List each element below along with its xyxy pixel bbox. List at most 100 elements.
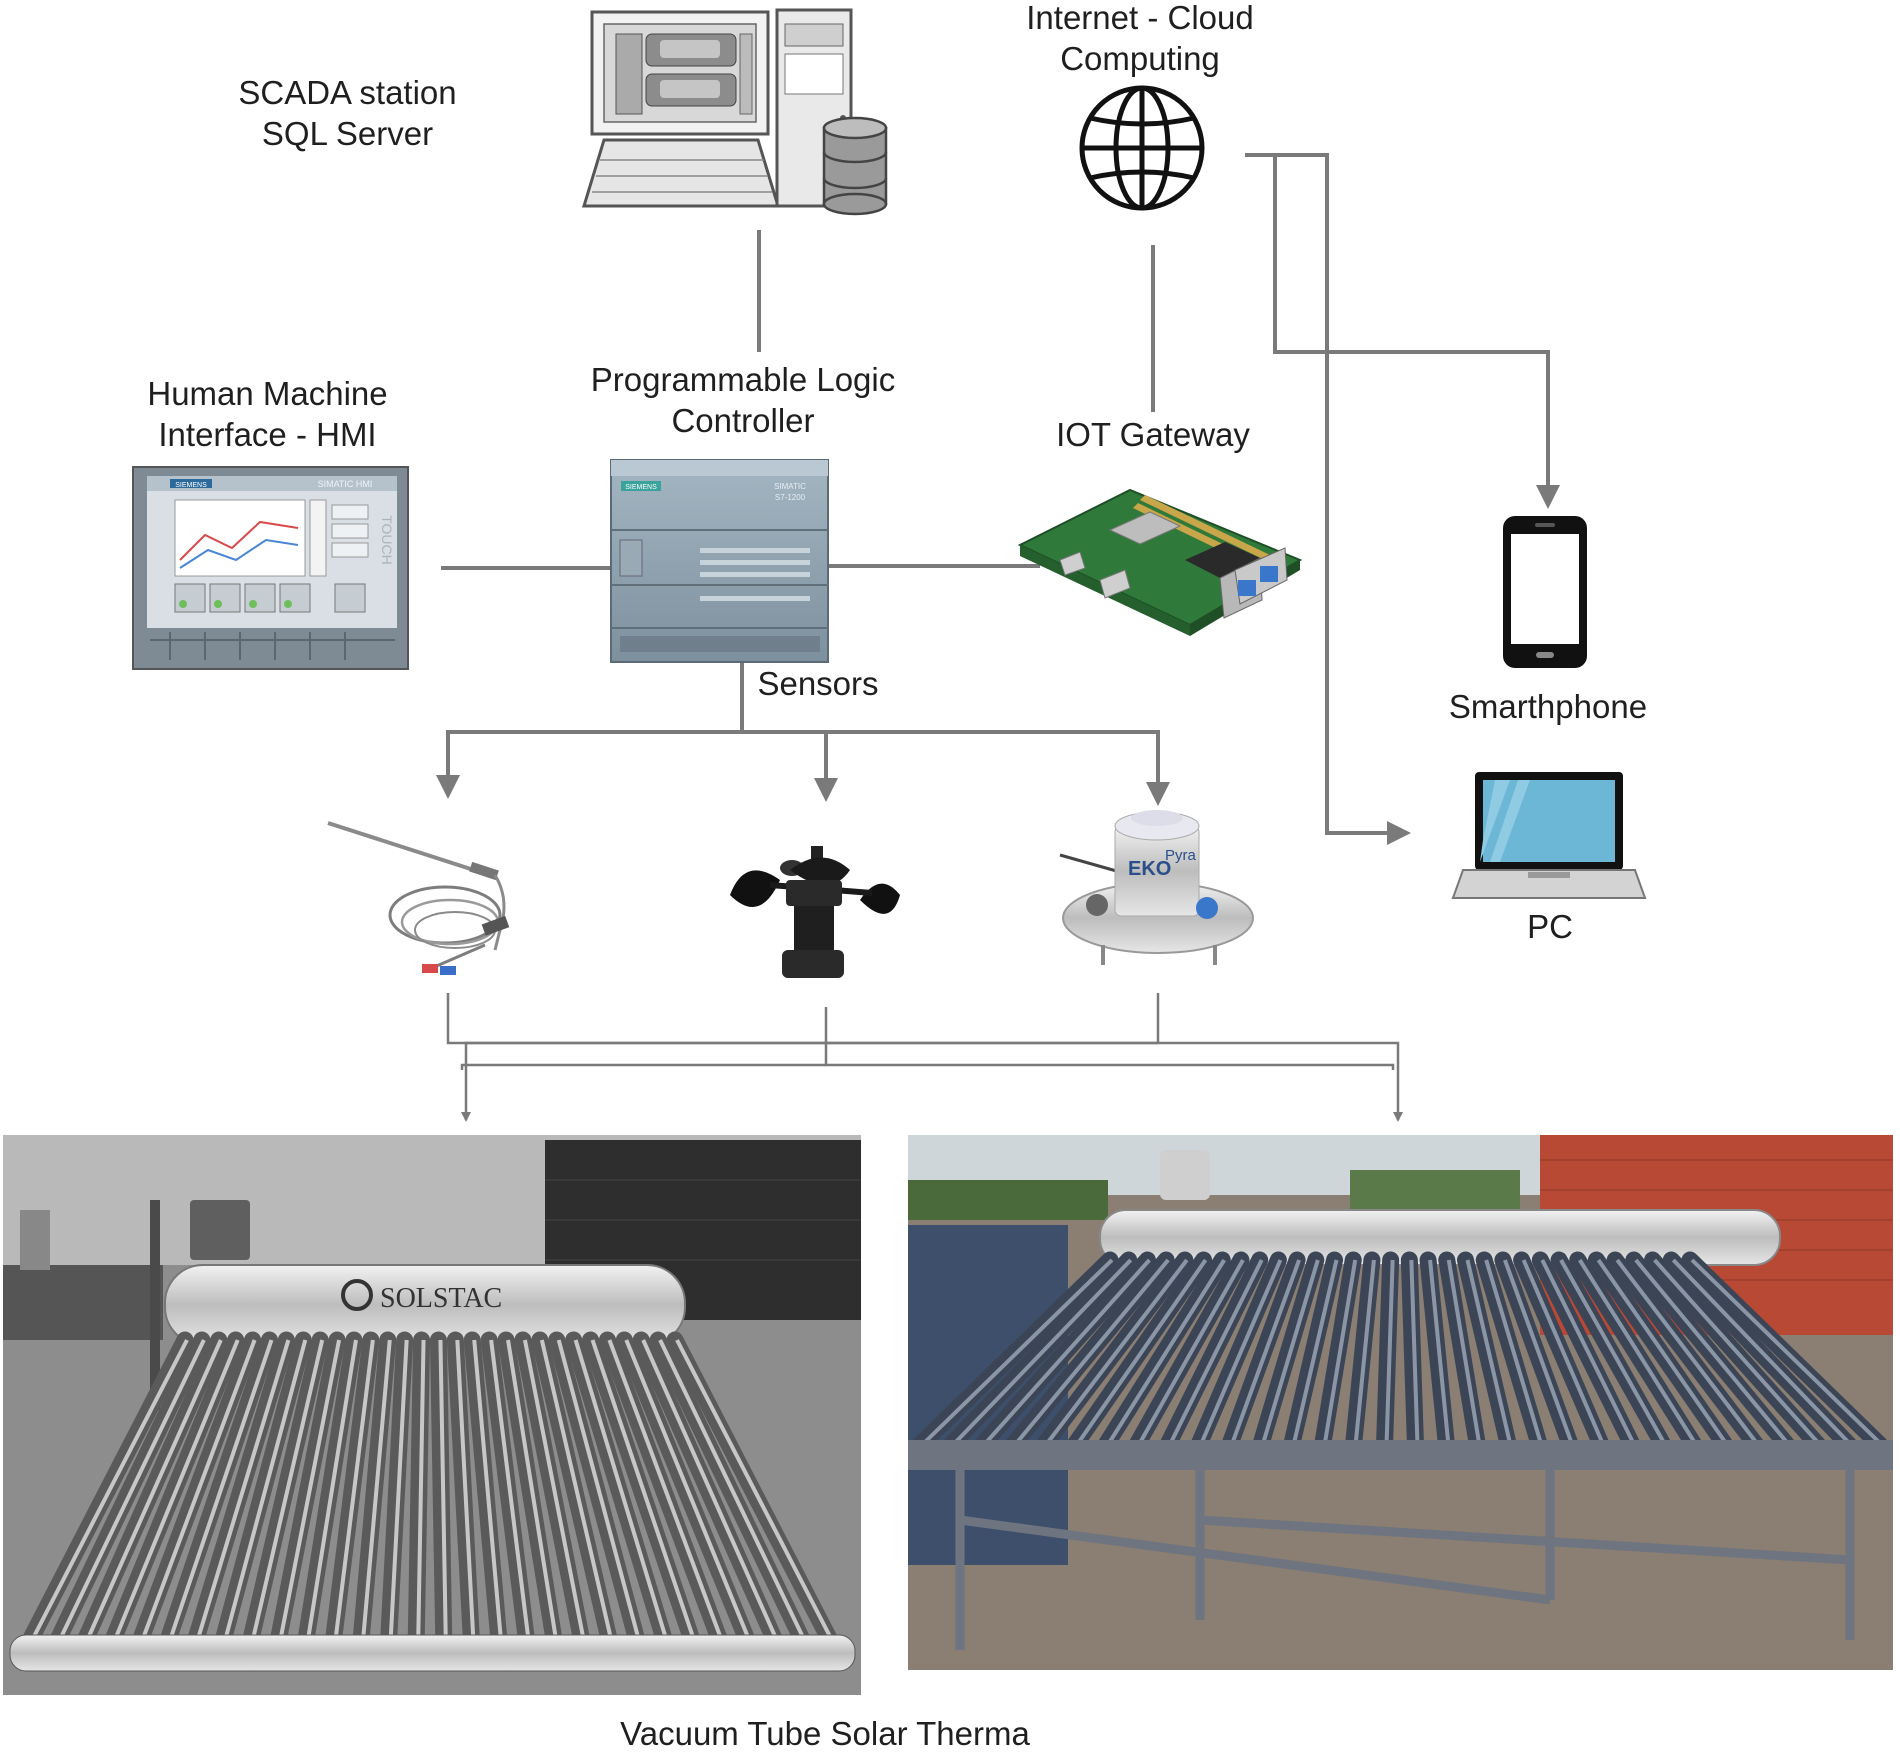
vacuum-tube-highlight (304, 1339, 358, 1651)
vacuum-tube-highlight (1503, 1259, 1575, 1446)
vacuum-tube-highlight (590, 1339, 700, 1651)
vacuum-tube-highlight (1690, 1258, 1884, 1447)
vacuum-tube-highlight (1353, 1259, 1376, 1446)
scada-label-line1: SCADA station (238, 74, 457, 111)
hmi-model: SIMATIC HMI (318, 479, 373, 489)
sensor-branch-thermocouple (436, 730, 742, 799)
vacuum-tube-highlight (1671, 1258, 1853, 1447)
database-cylinder (822, 116, 888, 216)
vacuum-tube-highlight (1428, 1259, 1451, 1446)
cloud-label-line2: Computing (1060, 40, 1220, 77)
computer-database-icon (581, 8, 888, 216)
vacuum-tube-highlight (489, 1339, 532, 1651)
sensor-branch-anemometer (742, 730, 838, 802)
vacuum-tube-highlight (1167, 1259, 1264, 1446)
collector-brand: SOLSTAC (380, 1283, 502, 1314)
vacuum-tube-highlight (607, 1339, 728, 1651)
cloud-label: Internet - Cloud Computing (1005, 0, 1275, 79)
vacuum-tube-highlight (416, 1339, 426, 1651)
collector-photo-grayscale: SOLSTAC (3, 1135, 861, 1695)
vacuum-tube-highlight (658, 1339, 811, 1651)
vacuum-tube-highlight (108, 1339, 240, 1651)
vacuum-tube-highlight (1465, 1259, 1513, 1446)
vacuum-tube-highlight (455, 1339, 476, 1651)
anemometer-sensor (730, 846, 900, 978)
plc-model-line2: S7-1200 (775, 493, 806, 502)
smartphone-icon (1503, 516, 1587, 668)
vacuum-tube-highlight (1409, 1259, 1420, 1446)
vacuum-tube-highlight (438, 1339, 448, 1651)
plc-brand: SIEMENS (625, 484, 657, 491)
vacuum-tube-highlight (1260, 1259, 1320, 1446)
vacuum-tube-highlight (1044, 1258, 1189, 1447)
figure-caption: Vacuum Tube Solar Therma (620, 1715, 1030, 1752)
scada-label-line2: SQL Server (261, 115, 434, 152)
hmi-brand: SIEMENS (175, 482, 207, 489)
vacuum-tube-highlight (573, 1339, 672, 1651)
plc-label-line1: Programmable Logic (590, 361, 896, 398)
hmi-panel: SIEMENS SIMATIC HMI TOUCH (132, 466, 409, 670)
vacuum-tube-highlight (920, 1258, 1114, 1447)
vacuum-tube-highlight (164, 1339, 274, 1651)
vacuum-tube-highlight (556, 1339, 644, 1651)
vacuum-tube-highlight (1521, 1259, 1606, 1446)
plc-model-line1: SIMATIC (774, 482, 806, 491)
sensor-collector-links (446, 993, 1403, 1122)
thermocouple-sensor (327, 821, 510, 975)
vacuum-tube-highlight (53, 1339, 206, 1651)
vacuum-tube-highlight (1229, 1259, 1301, 1446)
vacuum-tube-highlight (25, 1339, 189, 1651)
vacuum-tube-highlight (136, 1339, 257, 1651)
vacuum-tube-highlight (1634, 1258, 1791, 1447)
vacuum-tubes-color (911, 1251, 1889, 1454)
connector-lines (436, 153, 1560, 845)
vacuum-tube-highlight (1615, 1258, 1760, 1447)
sensors-label: Sensors (757, 665, 879, 702)
vacuum-tube-highlight (276, 1339, 342, 1651)
pyranometer-model: Pyra (1165, 847, 1197, 864)
hmi-touch: TOUCH (379, 515, 395, 565)
vacuum-tube-highlight (332, 1339, 375, 1651)
vacuum-tube-highlight (248, 1339, 325, 1651)
gateway-label: IOT Gateway (1056, 416, 1250, 453)
scada-label: SCADA station SQL Server (215, 72, 480, 154)
cloud-smartphone-link (1245, 153, 1560, 509)
vacuum-tube-highlight (1578, 1258, 1698, 1447)
plc-label-line2: Controller (671, 402, 815, 439)
vacuum-tube-highlight (1484, 1259, 1544, 1446)
vacuum-tube-highlight (81, 1339, 223, 1651)
vacuum-tube-highlight (539, 1339, 616, 1651)
vacuum-tube-highlight (982, 1258, 1151, 1447)
vacuum-tube-highlight (1075, 1258, 1208, 1447)
vacuum-tube-highlight (1653, 1258, 1822, 1447)
vacuum-tube-highlight (951, 1258, 1133, 1447)
smartphone-label: Smarthphone (1448, 688, 1648, 725)
pyranometer-brand: EKO (1128, 858, 1171, 880)
hmi-label-line2: Interface - HMI (158, 416, 377, 453)
vacuum-tube-highlight (1137, 1259, 1245, 1446)
hmi-label-line1: Human Machine (147, 375, 388, 412)
vacuum-tube-highlight (360, 1339, 392, 1651)
vacuum-tube-highlight (192, 1339, 291, 1651)
vacuum-tube-highlight (1559, 1259, 1667, 1446)
collector-photo-color (908, 1135, 1893, 1670)
laptop-icon (1451, 772, 1647, 899)
vacuum-tube-highlight (1013, 1258, 1170, 1447)
plc-label: Programmable Logic Controller (578, 359, 908, 441)
vacuum-tube-highlight (641, 1339, 783, 1651)
vacuum-tube-highlight (1540, 1259, 1637, 1446)
vacuum-tube-highlight (522, 1339, 588, 1651)
vacuum-tube-highlight (1384, 1259, 1395, 1446)
vacuum-tube-highlight (388, 1339, 409, 1651)
vacuum-tube-highlight (1596, 1258, 1729, 1447)
vacuum-tube-highlight (1322, 1259, 1358, 1446)
vacuum-tube-highlight (472, 1339, 504, 1651)
vacuum-tube-highlight (1446, 1259, 1482, 1446)
vacuum-tube-highlight (624, 1339, 756, 1651)
vacuum-tubes-gray (16, 1331, 844, 1659)
vacuum-tube-highlight (506, 1339, 560, 1651)
vacuum-tube-highlight (1106, 1258, 1226, 1447)
vacuum-tube-highlight (1291, 1259, 1339, 1446)
